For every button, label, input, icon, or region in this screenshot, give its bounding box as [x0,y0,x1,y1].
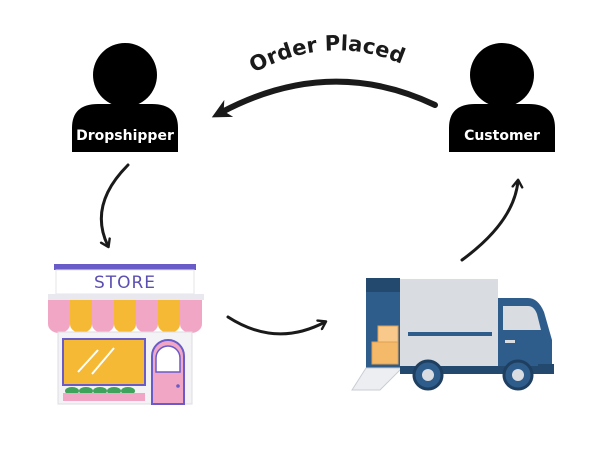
curved-arrow-icon [226,315,328,336]
dropshipper-label: Dropshipper [76,128,174,144]
dropshipper-node: Dropshipper [72,43,178,152]
store-node: STORE [48,264,204,405]
curved-arrow-icon [211,78,438,118]
curved-arrow-icon [460,178,524,262]
truck-node [351,278,554,391]
person-icon [72,43,178,152]
curved-arrow-icon [99,163,130,249]
person-icon [449,43,555,152]
delivery-truck-icon [351,278,554,391]
store-icon: STORE [48,264,204,405]
store-sign-text: STORE [94,273,156,293]
customer-node: Customer [449,43,555,152]
order-placed-label: Order Placed [245,31,408,77]
customer-label: Customer [464,128,540,144]
order-placed-edge: Order Placed [211,31,438,118]
